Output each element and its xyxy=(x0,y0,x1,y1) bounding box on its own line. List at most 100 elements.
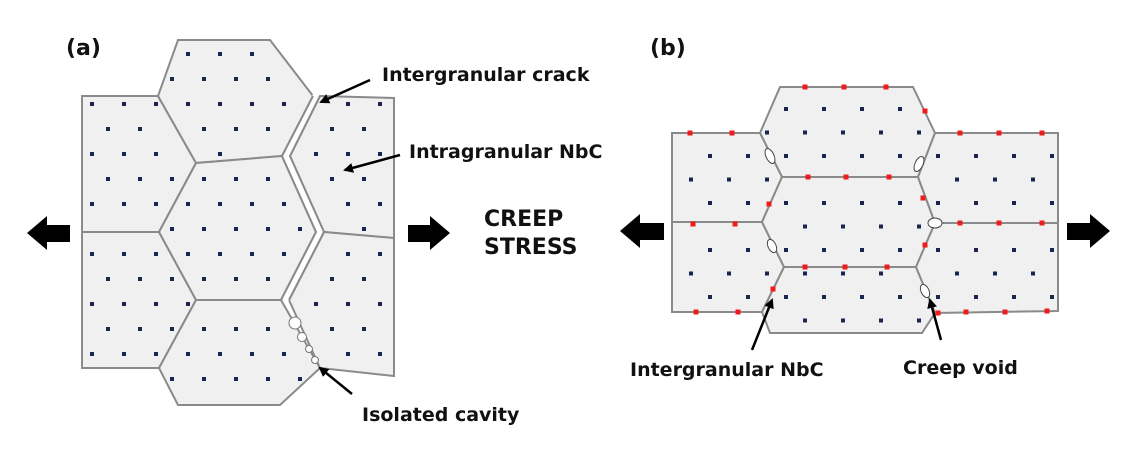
intragranular-nbc-dot xyxy=(170,177,174,181)
intragranular-nbc-dot xyxy=(266,277,270,281)
intragranular-nbc-dot xyxy=(936,154,940,158)
intragranular-nbc-dot xyxy=(822,295,826,299)
cavity-3 xyxy=(305,345,313,353)
intragranular-nbc-dot xyxy=(266,327,270,331)
intragranular-nbc-dot xyxy=(765,177,769,182)
intergranular-nbc-dot xyxy=(843,174,849,180)
intergranular-nbc-dot xyxy=(1039,220,1045,226)
cavity-2 xyxy=(297,332,307,342)
cavity-pointer-arrow xyxy=(318,366,353,395)
intergranular-nbc-dot xyxy=(957,220,963,226)
intragranular-nbc-dot xyxy=(234,277,238,281)
intragranular-nbc-dot xyxy=(378,302,382,306)
intragranular-nbc-dot xyxy=(689,271,693,276)
intragranular-nbc-dot xyxy=(898,201,902,205)
intragranular-nbc-dot xyxy=(822,154,826,158)
intragranular-nbc-dot xyxy=(218,102,222,106)
creep-void-4 xyxy=(766,238,778,254)
grain-b-3 xyxy=(671,221,786,313)
panel-a-label: (a) xyxy=(66,36,101,61)
intragranular-nbc-dot xyxy=(186,102,190,106)
intragranular-nbc-dot xyxy=(218,52,222,56)
intragranular-nbc-dot xyxy=(106,127,110,131)
intragranular-nbc-dot xyxy=(784,201,788,205)
intragranular-nbc-dot xyxy=(746,154,750,158)
intragranular-nbc-dot xyxy=(330,327,334,331)
intragranular-nbc-dot xyxy=(1031,177,1035,182)
intragranular-nbc-dot xyxy=(234,77,238,81)
intergranular-nbc-dot xyxy=(883,84,889,90)
intragranular-nbc-dot xyxy=(822,201,826,205)
intragranular-nbc-dot xyxy=(218,152,222,156)
intragranular-nbc-dot xyxy=(282,102,286,106)
panel-a: (a) Intergranular crack Intragranular Nb… xyxy=(27,36,602,426)
intragranular-nbc-dot xyxy=(202,177,206,181)
creep-voids xyxy=(764,148,943,299)
intragranular-nbc-dot xyxy=(879,130,883,135)
intergranular-nbc-dot xyxy=(687,130,693,136)
intragranular-nbc-dot xyxy=(362,127,366,131)
intragranular-nbc-dot xyxy=(974,295,978,299)
creep-stress-label-line1: CREEP xyxy=(484,207,563,232)
intragranular-nbc-dot xyxy=(974,201,978,205)
intragranular-nbc-dot xyxy=(138,277,142,281)
intragranular-nbc-dot xyxy=(138,127,142,131)
intragranular-nbc-dot xyxy=(689,177,693,182)
creep-void-3 xyxy=(927,217,943,229)
intragranular-nbc-dot xyxy=(784,295,788,299)
intragranular-nbc-dot xyxy=(708,248,712,252)
intragranular-nbc-dot xyxy=(250,352,254,356)
stress-arrow-left-b xyxy=(620,214,664,248)
intergranular-nbc-dot xyxy=(732,221,738,227)
intragranular-nbc-dot xyxy=(90,252,94,256)
intragranular-nbc-dot xyxy=(879,271,883,276)
intragranular-nbc-dot xyxy=(170,227,174,231)
intragranular-nbc-dot xyxy=(298,377,302,381)
intragranular-nbc-dot xyxy=(346,352,350,356)
intragranular-nbc-dot xyxy=(1050,201,1054,205)
intragranular-nbc-dot xyxy=(917,224,921,229)
intragranular-nbc-dot xyxy=(186,252,190,256)
intragranular-nbc-dot xyxy=(803,224,807,229)
intragranular-nbc-dot xyxy=(154,352,158,356)
intragranular-nbc-dot xyxy=(955,271,959,276)
intragranular-nbc-dot xyxy=(90,202,94,206)
intragranular-nbc-dot xyxy=(250,52,254,56)
intragranular-nbc-dot xyxy=(765,130,769,135)
intragranular-nbc-dot xyxy=(1012,154,1016,158)
intragranular-nbc-dot xyxy=(765,271,769,276)
grain-b-7 xyxy=(914,222,1059,315)
intergranular-nbc-dot xyxy=(1044,308,1050,314)
intergranular-crack xyxy=(280,94,326,302)
intergranular-nbc-dot xyxy=(920,195,926,201)
intragranular-nbc-dot xyxy=(346,152,350,156)
intragranular-nbc-dot xyxy=(974,154,978,158)
intragranular-nbc-dot xyxy=(250,202,254,206)
intragranular-nbc-dot xyxy=(106,277,110,281)
intragranular-nbc-dot xyxy=(202,77,206,81)
intergranular-nbc-dot xyxy=(935,310,941,316)
intragranular-nbc-dot xyxy=(298,227,302,231)
intragranular-nbc-dot xyxy=(879,224,883,229)
grain-b-1 xyxy=(758,86,937,178)
intragranular-nbc-dot xyxy=(822,107,826,111)
intragranular-nbc-dot xyxy=(993,177,997,182)
intragranular-nbc-dot xyxy=(974,248,978,252)
intragranular-nbc-dot xyxy=(346,202,350,206)
isolated-cavities xyxy=(288,316,319,364)
intragranular-nbc-dot xyxy=(1050,248,1054,252)
intragranular-nbc-dot xyxy=(266,377,270,381)
intragranular-nbc-dot xyxy=(218,252,222,256)
intragranular-nbc-dot xyxy=(170,77,174,81)
intragranular-nbc-dot xyxy=(1031,271,1035,276)
label-isolated-cavity: Isolated cavity xyxy=(362,404,520,426)
intragranular-nbc-dot xyxy=(266,227,270,231)
grain-b-5 xyxy=(760,266,937,334)
intragranular-nbc-dot xyxy=(106,177,110,181)
intragranular-nbc-dot xyxy=(170,377,174,381)
intergranular-nbc-dot xyxy=(729,130,735,136)
intragranular-nbc-dot xyxy=(378,252,382,256)
intra-nbc-pointer-arrow xyxy=(343,153,401,173)
intragranular-nbc-dot xyxy=(841,224,845,229)
intergranular-nbc-dot xyxy=(884,264,890,270)
